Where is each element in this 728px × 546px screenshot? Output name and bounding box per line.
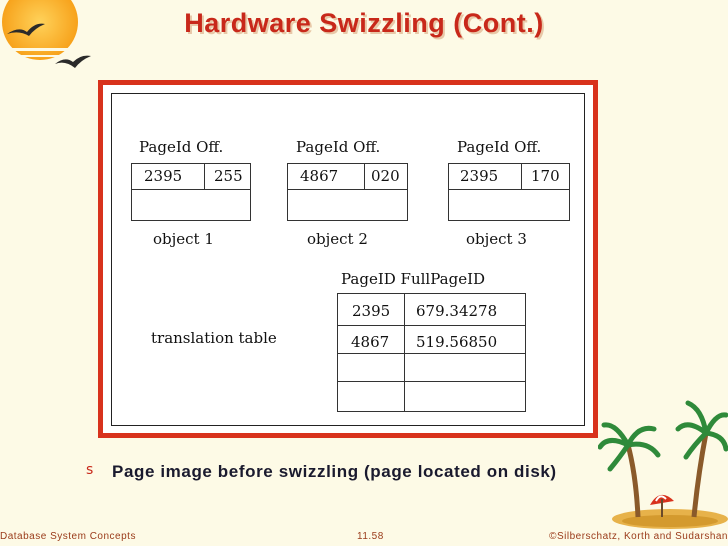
object-2-offset: 020 [371,167,400,185]
table-col-divider [404,293,405,412]
translation-table [337,293,526,412]
footer-left: Database System Concepts [0,531,136,542]
footer-page-number: 11.58 [357,531,384,542]
object-1-label: object 1 [153,230,214,248]
slide-title: Hardware Swizzling (Cont.) [184,8,544,38]
table-header: PageID FullPageID [341,270,486,288]
table-cell-page-id: 4867 [351,333,390,351]
object-2-divider [287,189,408,190]
object-1-header: PageId Off. [139,138,224,156]
object-3-header: PageId Off. [457,138,542,156]
sun-icon [0,0,80,60]
object-1-offset: 255 [214,167,243,185]
object-3-box [448,163,570,221]
table-row-divider-1 [337,325,526,326]
object-2-page-id: 4867 [300,167,339,185]
object-3-offset: 170 [531,167,560,185]
palm-island-icon [598,400,728,529]
table-cell-full-page-id: 679.34278 [416,302,498,320]
object-3-col-divider [521,163,522,189]
object-3-page-id: 2395 [460,167,499,185]
object-3-label: object 3 [466,230,527,248]
object-2-header: PageId Off. [296,138,381,156]
bullet-text: Page image before swizzling (page locate… [112,462,557,481]
object-1-box [131,163,251,221]
table-caption: translation table [151,329,277,347]
object-2-box [287,163,408,221]
object-3-divider [448,189,570,190]
table-row-divider-2 [337,353,526,354]
table-cell-full-page-id: 519.56850 [416,333,498,351]
object-1-divider [131,189,251,190]
object-1-col-divider [204,163,205,189]
bird-icon [7,23,91,68]
table-cell-page-id: 2395 [352,302,391,320]
footer-right: ©Silberschatz, Korth and Sudarshan [549,531,728,542]
bullet-marker: s [86,462,94,478]
object-1-page-id: 2395 [144,167,183,185]
object-2-col-divider [364,163,365,189]
table-row-divider-3 [337,381,526,382]
object-2-label: object 2 [307,230,368,248]
